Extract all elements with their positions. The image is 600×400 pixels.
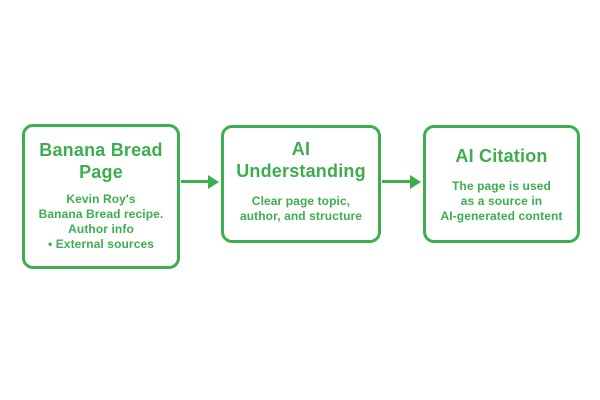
arrow-right-icon (382, 180, 410, 183)
node-body-line: Banana Bread recipe. (38, 207, 164, 221)
node-title-line: Understanding (236, 161, 366, 181)
node-body-line: The page is used (452, 179, 551, 193)
node-body-line: Author info (68, 222, 134, 236)
node-body-line: as a source in (460, 194, 543, 208)
node-body: Clear page topic, author, and structure (240, 194, 362, 224)
node-title-line: AI Citation (455, 146, 548, 166)
node-body: The page is used as a source in AI-gener… (440, 179, 562, 224)
node-banana-bread-page: Banana Bread Page Kevin Roy's Banana Bre… (22, 124, 180, 269)
node-title-line: Banana Bread (39, 140, 163, 160)
node-title-line: Page (79, 162, 123, 182)
node-title-line: AI (291, 139, 311, 159)
node-title: AI Understanding (236, 138, 366, 182)
node-body-line: AI-generated content (440, 209, 563, 223)
arrow-right-icon (181, 180, 208, 183)
node-body-line: Kevin Roy's (66, 192, 136, 206)
node-title: AI Citation (455, 145, 547, 167)
node-body-line: • External sources (47, 237, 155, 251)
node-body-line: author, and structure (239, 209, 363, 223)
node-ai-citation: AI Citation The page is used as a source… (423, 125, 580, 243)
node-ai-understanding: AI Understanding Clear page topic, autho… (221, 125, 381, 243)
node-body: Kevin Roy's Banana Bread recipe. Author … (39, 192, 164, 252)
node-body-line: Clear page topic, (251, 194, 351, 208)
node-title: Banana Bread Page (39, 139, 162, 183)
